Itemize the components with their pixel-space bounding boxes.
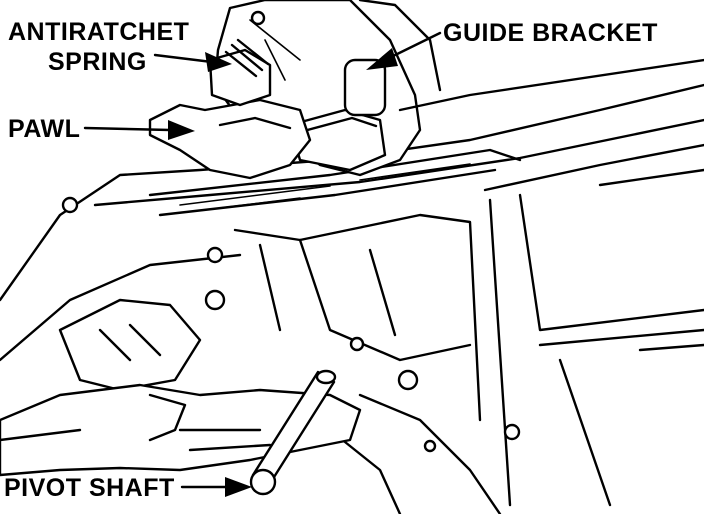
antiratchet-spring — [224, 38, 270, 78]
label-antiratchet-line2: SPRING — [48, 48, 147, 76]
pawl-arrow-line — [83, 126, 172, 132]
bolt-holes — [61, 196, 521, 453]
antiratchet-spring-arrowhead — [205, 52, 232, 72]
guide-rail — [148, 148, 522, 217]
label-guide-bracket: GUIDE BRACKET — [443, 19, 658, 47]
lower-hand — [0, 298, 362, 477]
label-antiratchet-line1: ANTIRATCHET — [8, 18, 189, 46]
pawl-arrowhead — [168, 120, 195, 140]
leader-arrows — [83, 31, 442, 497]
pivot-shaft-arrowhead — [225, 477, 252, 497]
guide-bracket-arrowhead — [366, 48, 398, 70]
label-pivot-shaft: PIVOT SHAFT — [4, 474, 175, 502]
antiratchet-spring-arrow-line — [153, 53, 214, 64]
guide-bracket — [288, 58, 387, 172]
pivot-shaft — [249, 369, 337, 496]
label-pawl: PAWL — [8, 115, 80, 143]
transmission-case — [0, 83, 704, 514]
